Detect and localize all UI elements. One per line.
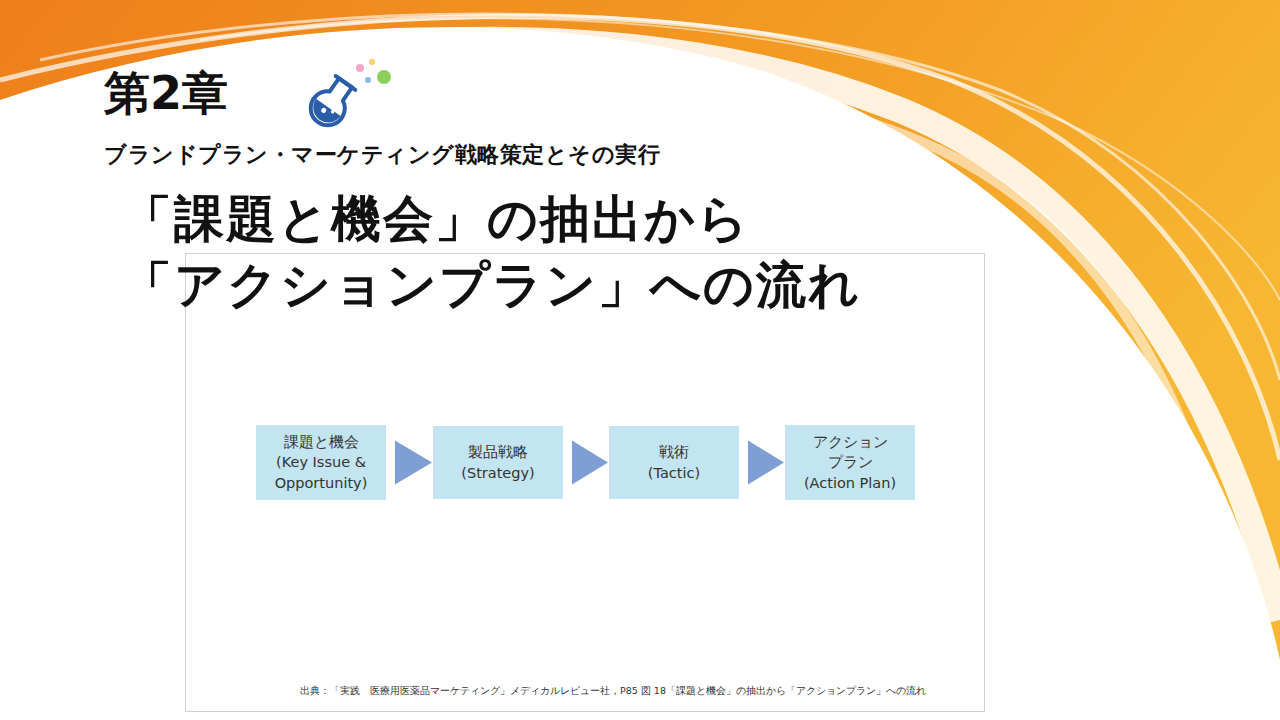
process-box: 製品戦略(Strategy) [433, 426, 563, 499]
box-subtext: (Key Issue & Opportunity) [262, 452, 380, 493]
process-box: 戦術(Tactic) [609, 426, 739, 499]
source-caption: 出典：「実践 医療用医薬品マーケティング」メディカルレビュー社，P85 図 18… [300, 685, 926, 698]
slide-title: 「課題と機会」の抽出から 「アクションプラン」への流れ [122, 186, 1022, 318]
box-subtext: (Action Plan) [804, 473, 896, 493]
flow-arrow [748, 441, 784, 485]
chapter-number: 第2章 [104, 66, 228, 121]
flask-icon [304, 59, 391, 132]
box-heading: 戦術 [659, 442, 689, 462]
chapter-subtitle: ブランドプラン・マーケティング戦略策定とその実行 [104, 142, 660, 168]
box-subtext: (Strategy) [461, 463, 534, 483]
process-box: 課題と機会(Key Issue & Opportunity) [256, 425, 386, 500]
box-heading: 製品戦略 [468, 442, 528, 462]
box-subtext: (Tactic) [648, 463, 700, 483]
box-heading: 課題と機会 [284, 432, 359, 452]
flow-arrow [395, 441, 432, 485]
flow-arrow [572, 441, 608, 485]
box-heading: アクション プラン [791, 432, 909, 473]
process-box: アクション プラン(Action Plan) [785, 425, 915, 500]
